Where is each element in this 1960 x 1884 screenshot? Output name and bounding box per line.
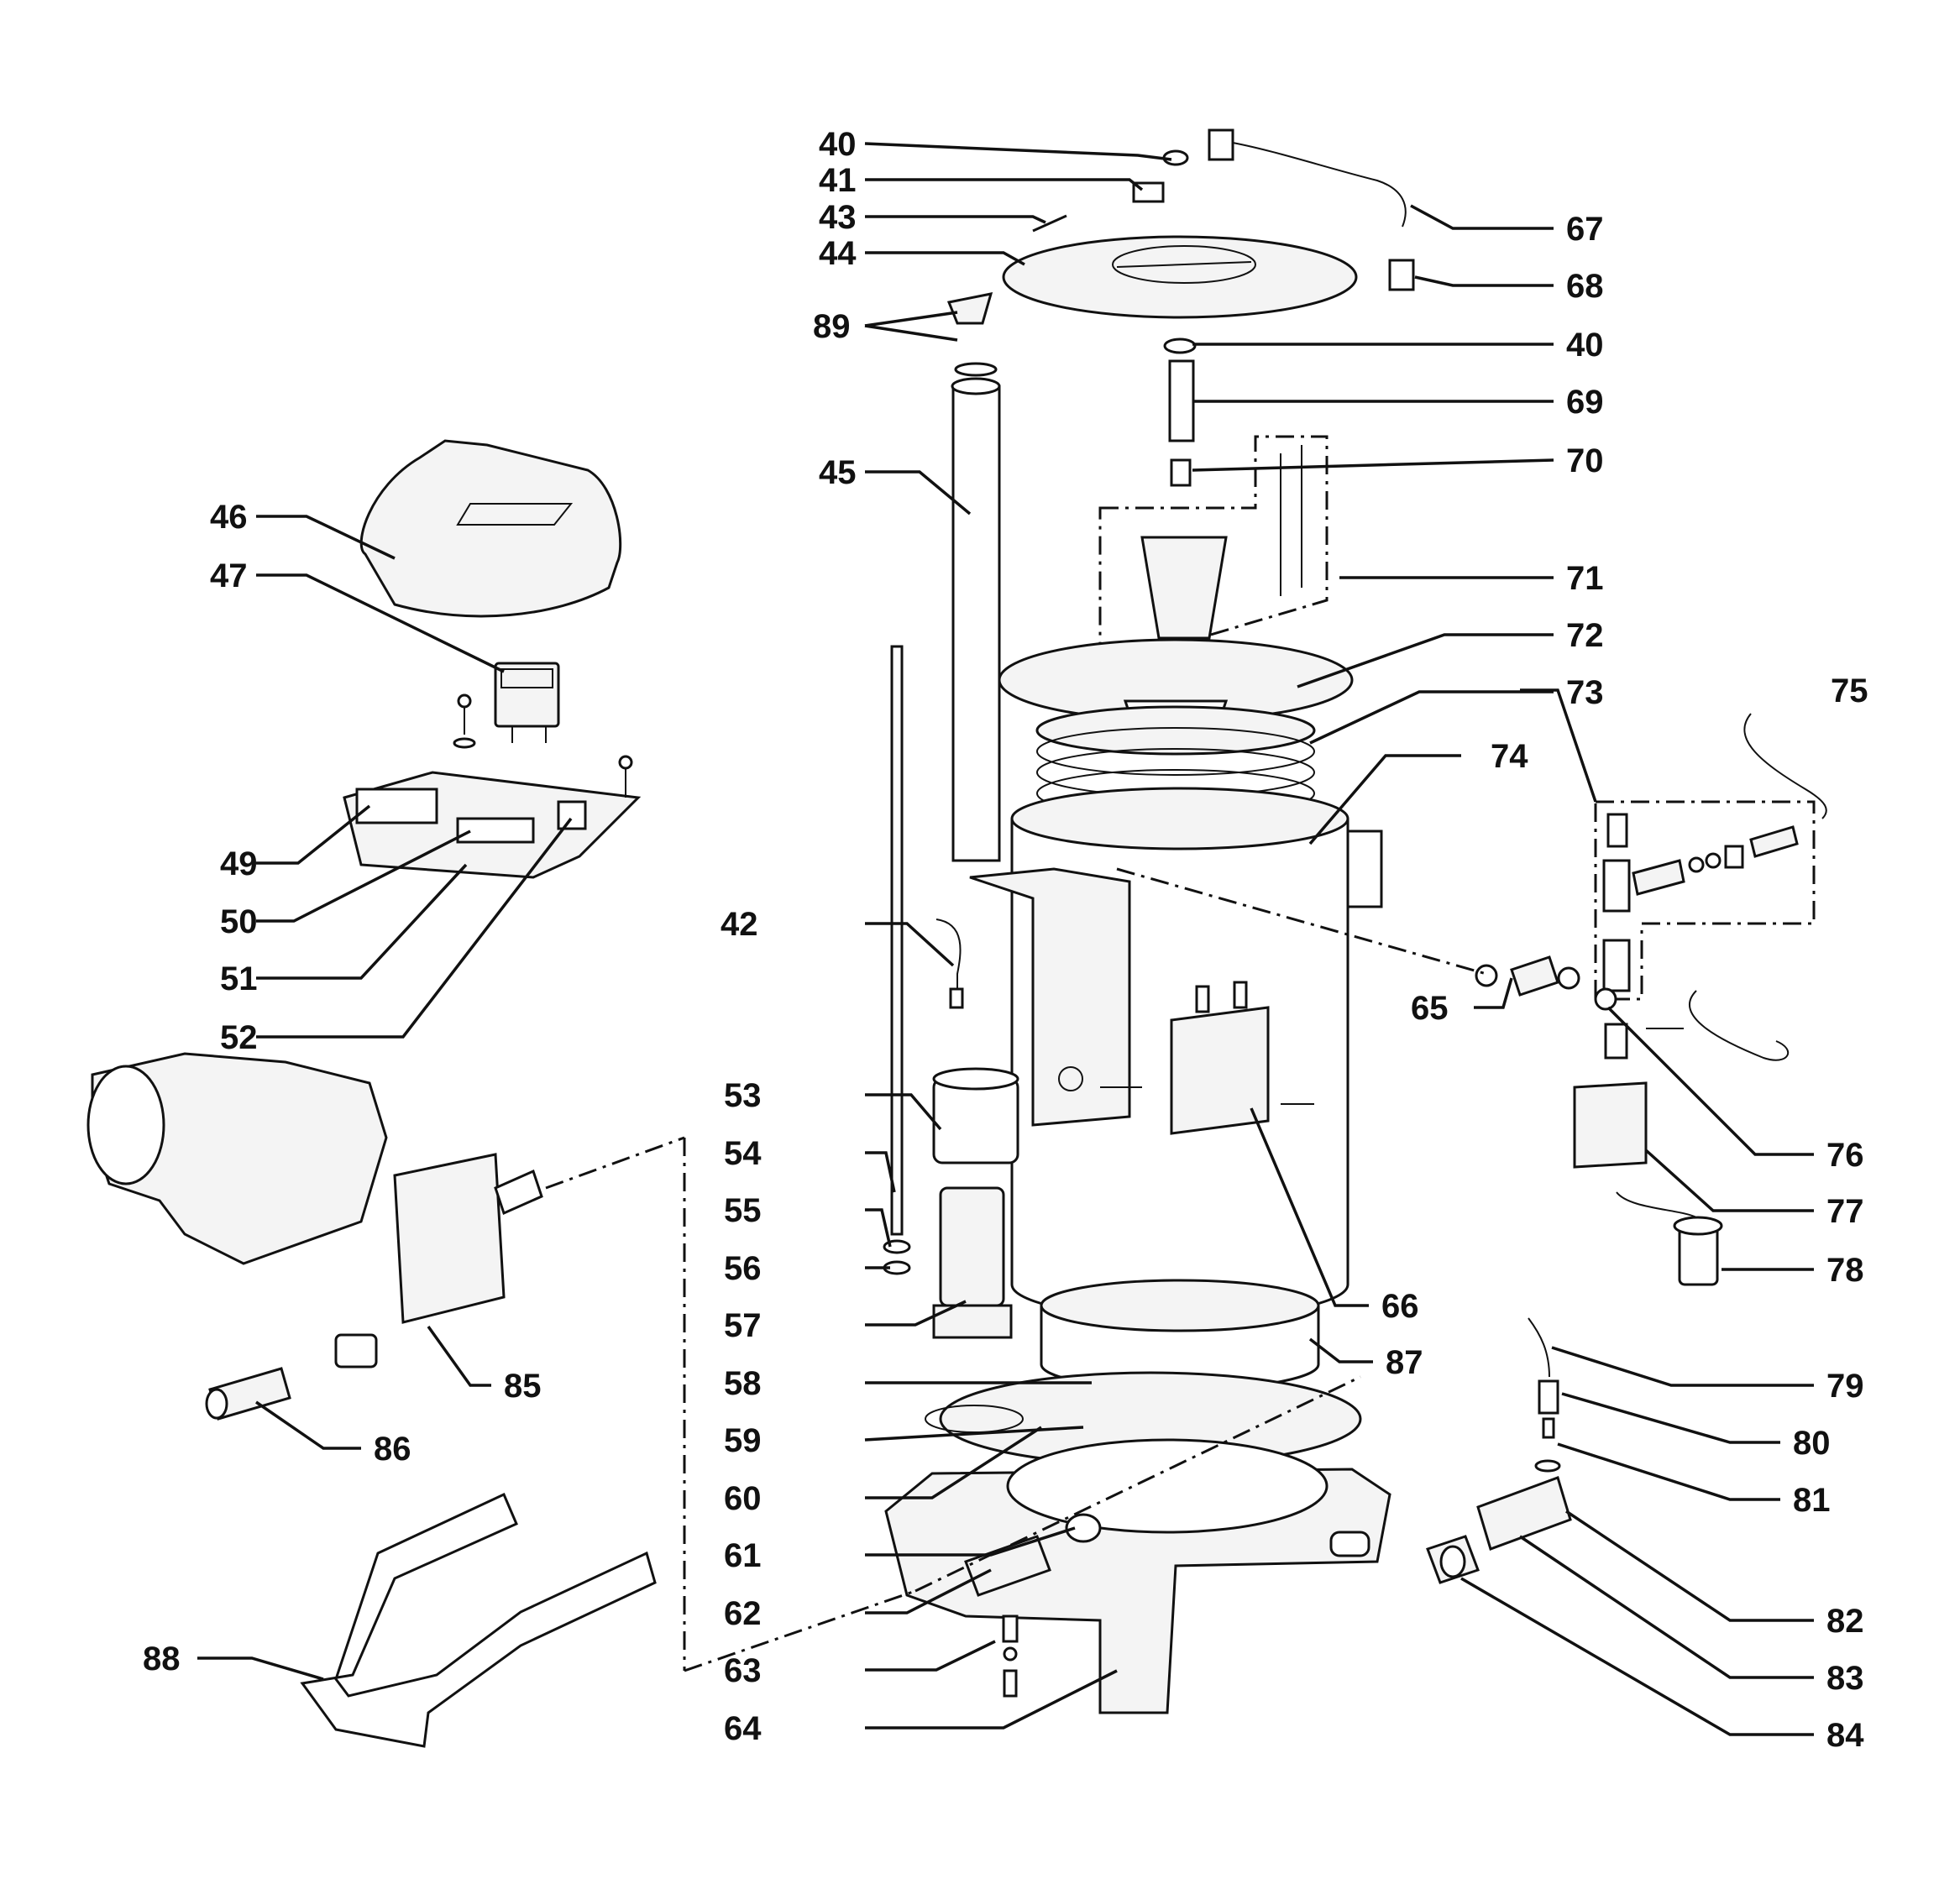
label-79: 79	[1826, 1368, 1864, 1405]
label-76: 76	[1826, 1137, 1864, 1174]
label-88: 88	[143, 1641, 181, 1677]
label-78: 78	[1826, 1252, 1864, 1289]
label-51: 51	[220, 960, 258, 997]
rod-54	[890, 645, 904, 1236]
o-ring-61	[1065, 1513, 1102, 1543]
label-54: 54	[724, 1135, 762, 1172]
label-56: 56	[724, 1250, 762, 1287]
label-44: 44	[819, 235, 857, 272]
tube-43	[1032, 214, 1067, 233]
label-64: 64	[724, 1710, 762, 1747]
label-60: 60	[724, 1480, 762, 1517]
valve-assembly-outline	[1594, 800, 1816, 1001]
label-65: 65	[1411, 990, 1449, 1027]
label-57: 57	[724, 1307, 762, 1344]
callout-labels: 40 41 43 44 89 45 42 53 54 55 56 57 58 5…	[143, 126, 1868, 1754]
nozzle-70	[1170, 458, 1192, 487]
solenoid-valve-77	[1573, 1081, 1648, 1169]
label-85: 85	[504, 1368, 542, 1405]
label-61: 61	[724, 1537, 762, 1574]
label-83: 83	[1826, 1660, 1864, 1697]
handle-bar-88	[300, 1492, 657, 1748]
label-45: 45	[819, 454, 857, 491]
coupling-65	[1510, 955, 1559, 997]
float-cover-53	[932, 1077, 1019, 1164]
label-52: 52	[220, 1019, 258, 1056]
label-43: 43	[819, 199, 857, 236]
submersible-pump-57	[939, 1186, 1005, 1307]
leader-lines	[197, 142, 1814, 1736]
label-59: 59	[724, 1422, 762, 1459]
motor-hood-46	[359, 439, 622, 618]
label-42: 42	[721, 906, 758, 943]
part-drawings	[86, 128, 1827, 1748]
label-66: 66	[1381, 1288, 1419, 1325]
mounting-bracket	[969, 867, 1131, 1127]
label-84: 84	[1826, 1717, 1864, 1754]
label-87: 87	[1386, 1344, 1423, 1381]
label-80: 80	[1793, 1425, 1831, 1462]
label-46: 46	[210, 499, 248, 536]
label-41: 41	[819, 162, 857, 199]
label-47: 47	[210, 557, 248, 594]
nut-40-mid	[1163, 338, 1197, 354]
heating-coil-top	[1035, 705, 1316, 756]
label-74: 74	[1491, 738, 1528, 775]
pump-head	[393, 1153, 506, 1324]
label-86: 86	[374, 1431, 411, 1468]
label-67: 67	[1566, 211, 1604, 248]
nozzle-extension-69	[1168, 359, 1195, 442]
label-81: 81	[1793, 1482, 1831, 1519]
label-69: 69	[1566, 384, 1604, 421]
top-cover-plate	[1002, 235, 1358, 319]
control-module-66	[1170, 1006, 1270, 1135]
label-71: 71	[1566, 560, 1604, 597]
label-72: 72	[1566, 617, 1604, 654]
label-75: 75	[1831, 672, 1868, 709]
label-58: 58	[724, 1365, 762, 1402]
elbow-fitting-67	[1208, 128, 1234, 161]
label-40-top: 40	[819, 126, 857, 163]
label-70: 70	[1566, 442, 1604, 479]
label-62: 62	[724, 1595, 762, 1632]
fitting-68	[1388, 259, 1415, 291]
label-49: 49	[220, 845, 258, 882]
label-50: 50	[220, 903, 258, 940]
label-53: 53	[724, 1077, 762, 1114]
label-82: 82	[1826, 1603, 1864, 1640]
label-40-mid: 40	[1566, 327, 1604, 364]
switch-47	[494, 662, 560, 728]
valve-body-82	[1476, 1476, 1572, 1551]
label-63: 63	[724, 1652, 762, 1689]
label-55: 55	[724, 1192, 762, 1229]
exhaust-pipe	[951, 385, 1001, 862]
label-73: 73	[1566, 674, 1604, 711]
label-77: 77	[1826, 1193, 1864, 1230]
label-89: 89	[813, 308, 851, 345]
burner-head	[1140, 536, 1228, 640]
label-68: 68	[1566, 268, 1604, 305]
clamp-89	[946, 292, 993, 325]
